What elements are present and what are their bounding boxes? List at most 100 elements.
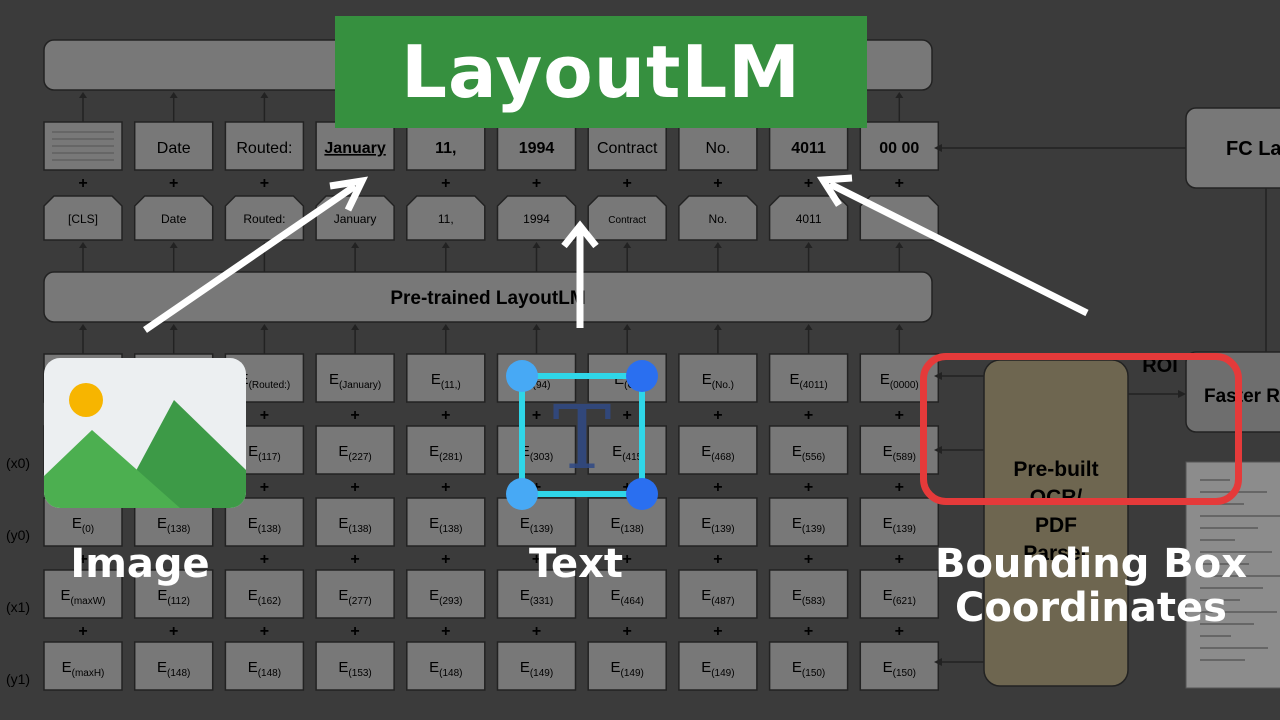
position-embedding-text: E(415: [612, 443, 642, 463]
input-arrow-head: [79, 242, 87, 248]
plus-sign: +: [623, 175, 632, 192]
text-embedding-text: E(January): [329, 371, 381, 391]
plus-sign: +: [260, 623, 269, 640]
input-token-text: 1994: [523, 212, 550, 226]
position-embedding-cell: [406, 569, 486, 619]
input-arrow-head: [351, 242, 360, 248]
position-embedding-text: E(112): [157, 587, 190, 607]
position-embedding-cell: [496, 425, 577, 475]
text-embedding-cell: [768, 353, 849, 403]
position-embedding-cell: [768, 569, 849, 619]
plus-sign: +: [78, 551, 87, 568]
position-embedding-cell: [406, 641, 486, 691]
position-embedding-cell: [678, 641, 758, 691]
embedding-arrow-head: [895, 324, 904, 330]
input-arrow-head: [895, 242, 904, 248]
text-embedding-cell: [678, 353, 758, 403]
position-embedding-cell: [678, 497, 758, 547]
plus-sign: +: [532, 623, 541, 640]
embedding-arrow-head: [169, 324, 178, 330]
position-embedding-text: E(139): [520, 515, 553, 535]
output-token-text: 11,: [435, 140, 456, 157]
image-icon: [44, 358, 246, 508]
position-embedding-text: E(148): [248, 659, 281, 679]
plus-sign: +: [804, 479, 813, 496]
output-token-cell: [496, 121, 577, 171]
position-embedding-text: E(138): [611, 515, 644, 535]
embedding-arrow-head: [351, 324, 360, 330]
position-embedding-text: E(331): [520, 587, 553, 607]
position-embedding-cell: [43, 641, 123, 691]
input-token-cell: [678, 195, 758, 241]
position-embedding-cell: [43, 569, 123, 619]
output-arrow-head: [79, 92, 87, 98]
plus-sign: +: [260, 551, 269, 568]
output-arrow-head: [895, 92, 904, 98]
text-embedding-cell: [406, 353, 486, 403]
position-embedding-text: E(464): [611, 587, 644, 607]
fc-layer-label: FC La: [1226, 138, 1280, 160]
plus-sign: +: [441, 407, 450, 424]
plus-sign: +: [441, 479, 450, 496]
text-embedding-text: E(4011): [790, 371, 828, 391]
row-label: (x1): [6, 599, 30, 615]
output-arrow-head: [169, 92, 178, 98]
plus-sign: +: [532, 407, 541, 424]
position-embedding-text: E(150): [792, 659, 825, 679]
position-embedding-cell: [587, 641, 667, 691]
position-embedding-cell: [406, 497, 486, 547]
plus-sign: +: [895, 479, 904, 496]
ocr-box: [983, 359, 1129, 687]
title-text: LayoutLM: [401, 30, 801, 114]
output-token-text: Date: [157, 140, 191, 157]
ocr-arrow-head: [934, 658, 942, 666]
output-token-text: 4011: [791, 140, 826, 157]
plus-sign: +: [895, 407, 904, 424]
text-label: Text: [528, 541, 624, 587]
plus-sign: +: [713, 175, 722, 192]
text-embedding-cell: [315, 353, 395, 403]
plus-sign: +: [713, 407, 722, 424]
position-embedding-text: E(0): [72, 515, 94, 535]
position-embedding-text: E(153): [338, 659, 371, 679]
plus-sign: +: [169, 623, 178, 640]
output-token-cell: [587, 121, 667, 171]
position-embedding-text: E(281): [429, 443, 462, 463]
position-embedding-text: E(139): [792, 515, 825, 535]
position-embedding-text: E(117): [248, 443, 281, 463]
output-arrow-head: [260, 92, 269, 98]
plus-sign: +: [169, 551, 178, 568]
position-embedding-cell: [587, 569, 667, 619]
input-token-cell: [43, 195, 123, 241]
plus-sign: +: [895, 175, 904, 192]
input-arrow-head: [441, 242, 450, 248]
embedding-arrow-head: [532, 324, 541, 330]
position-embedding-cell: [133, 641, 214, 691]
plus-sign: +: [623, 407, 632, 424]
plus-sign: +: [804, 623, 813, 640]
output-token-cell: [678, 121, 758, 171]
image-label: Image: [70, 541, 210, 587]
position-embedding-cell: [678, 425, 758, 475]
input-arrow-head: [713, 242, 722, 248]
embedding-arrow-head: [441, 324, 450, 330]
output-token-cell: [406, 121, 486, 171]
position-embedding-text: E(138): [157, 515, 190, 535]
position-embedding-cell: [859, 497, 940, 547]
position-embedding-text: E(293): [429, 587, 462, 607]
input-token-text: Routed:: [243, 212, 285, 226]
output-token-text: 1994: [519, 140, 555, 157]
svg-text:T: T: [553, 386, 612, 489]
plus-sign: +: [804, 407, 813, 424]
position-embedding-text: E(487): [701, 587, 734, 607]
position-embedding-cell: [587, 425, 667, 475]
input-token-text: 11,: [438, 212, 454, 226]
position-embedding-text: E(277): [338, 587, 371, 607]
text-embedding-text: E(No.): [702, 371, 734, 391]
output-token-cell: [768, 121, 849, 171]
plus-sign: +: [713, 479, 722, 496]
position-embedding-cell: [224, 569, 305, 619]
position-embedding-cell: [133, 569, 214, 619]
pretrained-label: Pre-trained LayoutLM: [390, 288, 585, 309]
row-label: (y1): [6, 671, 30, 687]
